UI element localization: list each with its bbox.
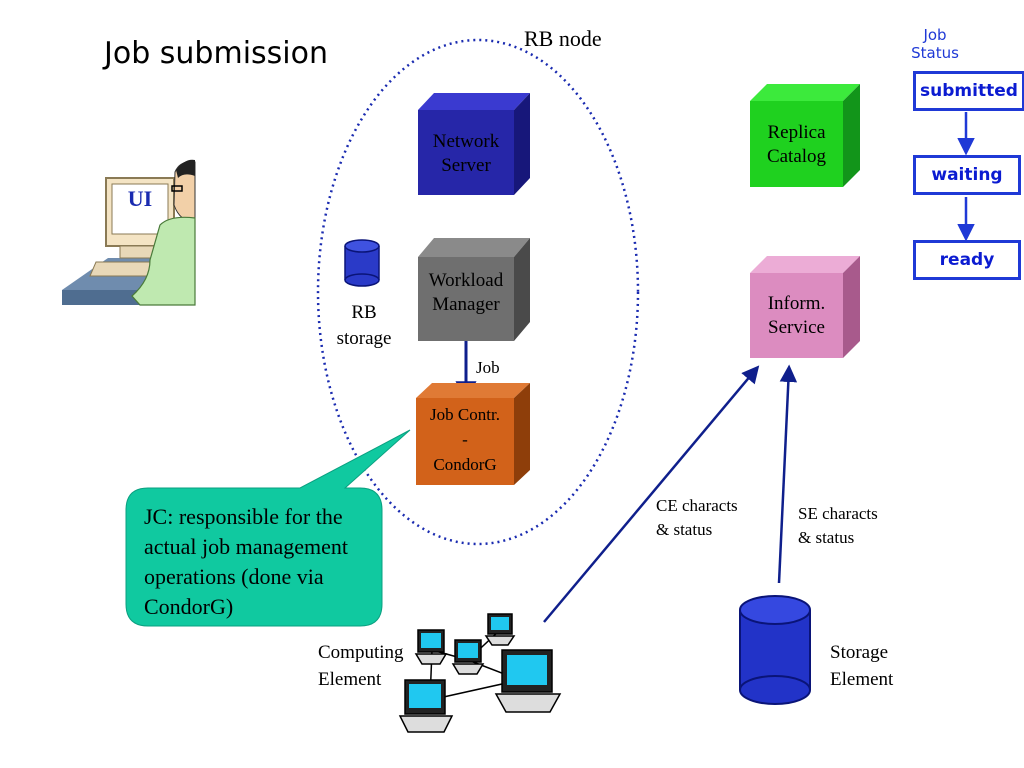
- status-submitted: submitted: [913, 71, 1024, 111]
- rb-storage-line-1: RB: [351, 302, 377, 323]
- callout-line-2: actual job management: [144, 534, 349, 559]
- job-controller-line-2: -: [462, 430, 468, 449]
- workload-manager-line-1: Workload: [428, 270, 504, 291]
- inform-service-line-1: Inform.: [767, 293, 826, 314]
- storage-element-line-1: Storage: [830, 642, 889, 663]
- replica-catalog-label: Replica Catalog: [750, 121, 843, 169]
- callout-line-4: CondorG): [144, 594, 234, 619]
- computer-icon: [484, 613, 516, 646]
- se-characts-line-1: SE characts: [798, 504, 878, 523]
- workload-manager-cube: [418, 238, 530, 341]
- job-status-header-line-2: Status: [911, 44, 959, 62]
- computer-icon: [494, 649, 562, 713]
- ce-characts-line-1: CE characts: [656, 496, 738, 515]
- job-arrow-label: Job: [476, 358, 500, 377]
- network-server-line-1: Network: [432, 131, 500, 152]
- job-controller-label: Job Contr. - CondorG: [416, 402, 514, 477]
- job-controller-line-3: CondorG: [433, 455, 497, 474]
- rb-node-label: RB node: [524, 26, 602, 51]
- ce-characts-line-2: & status: [656, 520, 713, 539]
- job-controller-line-1: Job Contr.: [430, 405, 500, 424]
- job-status-header-line-1: Job: [923, 26, 947, 44]
- se-characts-label: SE characts & status: [798, 502, 878, 550]
- user-at-computer-illustration: [62, 159, 196, 306]
- rb-storage-label: RB storage: [324, 300, 404, 352]
- network-server-line-2: Server: [441, 155, 491, 176]
- replica-catalog-line-2: Catalog: [766, 146, 827, 167]
- storage-element-line-2: Element: [830, 669, 894, 690]
- se-status-arrow: [777, 364, 798, 584]
- status-waiting: waiting: [913, 155, 1021, 195]
- inform-service-line-2: Service: [768, 317, 825, 338]
- computing-element-line-2: Element: [318, 669, 382, 690]
- rb-storage-line-2: storage: [336, 328, 392, 349]
- rb-node-boundary: [316, 38, 640, 546]
- storage-element-label: Storage Element: [830, 639, 893, 693]
- computing-element-line-1: Computing: [318, 642, 404, 663]
- workload-manager-label: Workload Manager: [418, 269, 514, 317]
- callout-line-1: JC: responsible for the: [144, 504, 343, 529]
- computer-icon: [414, 629, 448, 665]
- callout-bubble: [125, 429, 411, 627]
- computing-element-label: Computing Element: [318, 639, 404, 693]
- computer-icon: [451, 639, 485, 675]
- status-ready: ready: [913, 240, 1021, 280]
- rb-storage-cylinder: [344, 239, 380, 287]
- ui-label: UI: [127, 186, 153, 211]
- replica-catalog-cube: [750, 84, 860, 187]
- se-characts-line-2: & status: [798, 528, 855, 547]
- inform-service-label: Inform. Service: [750, 292, 843, 340]
- job-status-header: Job Status: [896, 26, 974, 62]
- network-server-cube: [418, 93, 530, 195]
- workload-manager-line-2: Manager: [432, 294, 500, 315]
- computing-element-cluster: [398, 613, 562, 733]
- page-title: Job submission: [104, 36, 328, 71]
- replica-catalog-line-1: Replica: [767, 122, 826, 143]
- storage-element-cylinder: [739, 595, 811, 705]
- ce-characts-label: CE characts & status: [656, 494, 738, 542]
- ce-status-arrow: [543, 365, 760, 623]
- computer-icon: [398, 679, 454, 733]
- network-server-label: Network Server: [418, 130, 514, 178]
- callout-line-3: operations (done via: [144, 564, 324, 589]
- job-controller-cube: [416, 383, 530, 485]
- inform-service-cube: [750, 256, 860, 358]
- callout-text: JC: responsible for the actual job manag…: [144, 502, 384, 622]
